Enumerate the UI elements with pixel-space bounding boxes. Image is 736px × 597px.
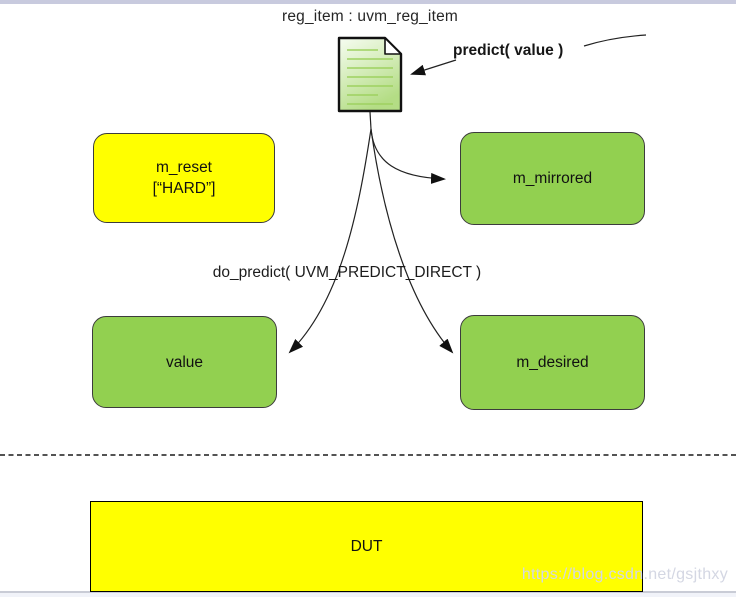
node-m-desired: m_desired [460, 315, 645, 410]
window-top-bar [0, 0, 736, 4]
connector-to-value [288, 128, 372, 354]
node-value-label: value [165, 353, 204, 371]
connector-stem [369, 111, 372, 130]
node-dut: DUT [90, 501, 643, 592]
node-m-reset-sublabel: [“HARD”] [152, 180, 216, 197]
node-m-mirrored-label: m_mirrored [512, 170, 593, 187]
connector-to-m-desired [370, 128, 454, 354]
predict-value-label: predict( value ) [453, 42, 564, 59]
connector-to-m-mirrored [370, 128, 446, 184]
window-bottom-strip [0, 593, 736, 597]
diagram-title: reg_item : uvm_reg_item [281, 8, 459, 25]
predict-callout-arrow [410, 59, 457, 76]
node-m-reset: m_reset [“HARD”] [93, 133, 275, 223]
node-m-desired-label: m_desired [516, 354, 589, 371]
watermark-text: https://blog.csdn.net/gsjthxy [521, 566, 728, 583]
node-m-reset-label: m_reset [156, 159, 212, 176]
predict-callout-tail [583, 34, 647, 47]
document-icon [337, 36, 403, 113]
node-value: value [92, 316, 277, 408]
window-bottom-edge [0, 591, 736, 593]
node-dut-label: DUT [350, 538, 383, 555]
do-predict-label: do_predict( UVM_PREDICT_DIRECT ) [212, 264, 482, 281]
node-m-mirrored: m_mirrored [460, 132, 645, 225]
